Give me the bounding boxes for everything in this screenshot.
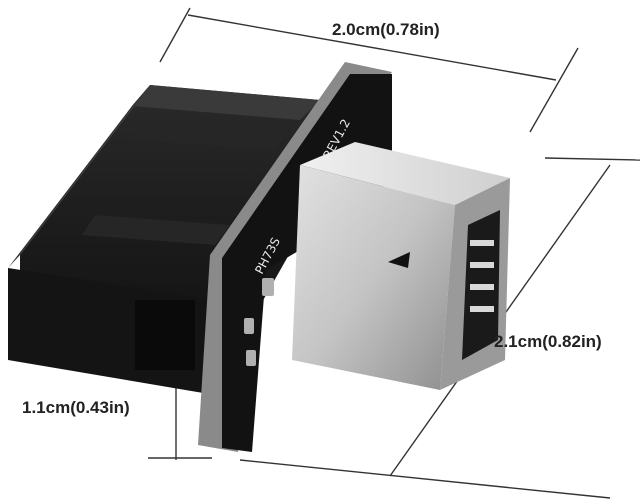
depth-extension-bottom (239, 459, 611, 499)
depth-dimension-label: 2.1cm(0.82in) (494, 332, 602, 351)
width-dimension-label: 2.0cm(0.78in) (332, 20, 440, 39)
connector-pins (470, 240, 494, 312)
orientation-arrow-icon (388, 252, 410, 268)
width-dimension-line (187, 14, 557, 81)
rear-housing (8, 85, 320, 395)
depth-extension-top (544, 157, 640, 161)
width-extension-left (159, 7, 191, 63)
metal-connector-shell (292, 142, 510, 390)
height-dimension-label: 1.1cm(0.43in) (22, 398, 130, 417)
width-extension-right (529, 47, 579, 133)
